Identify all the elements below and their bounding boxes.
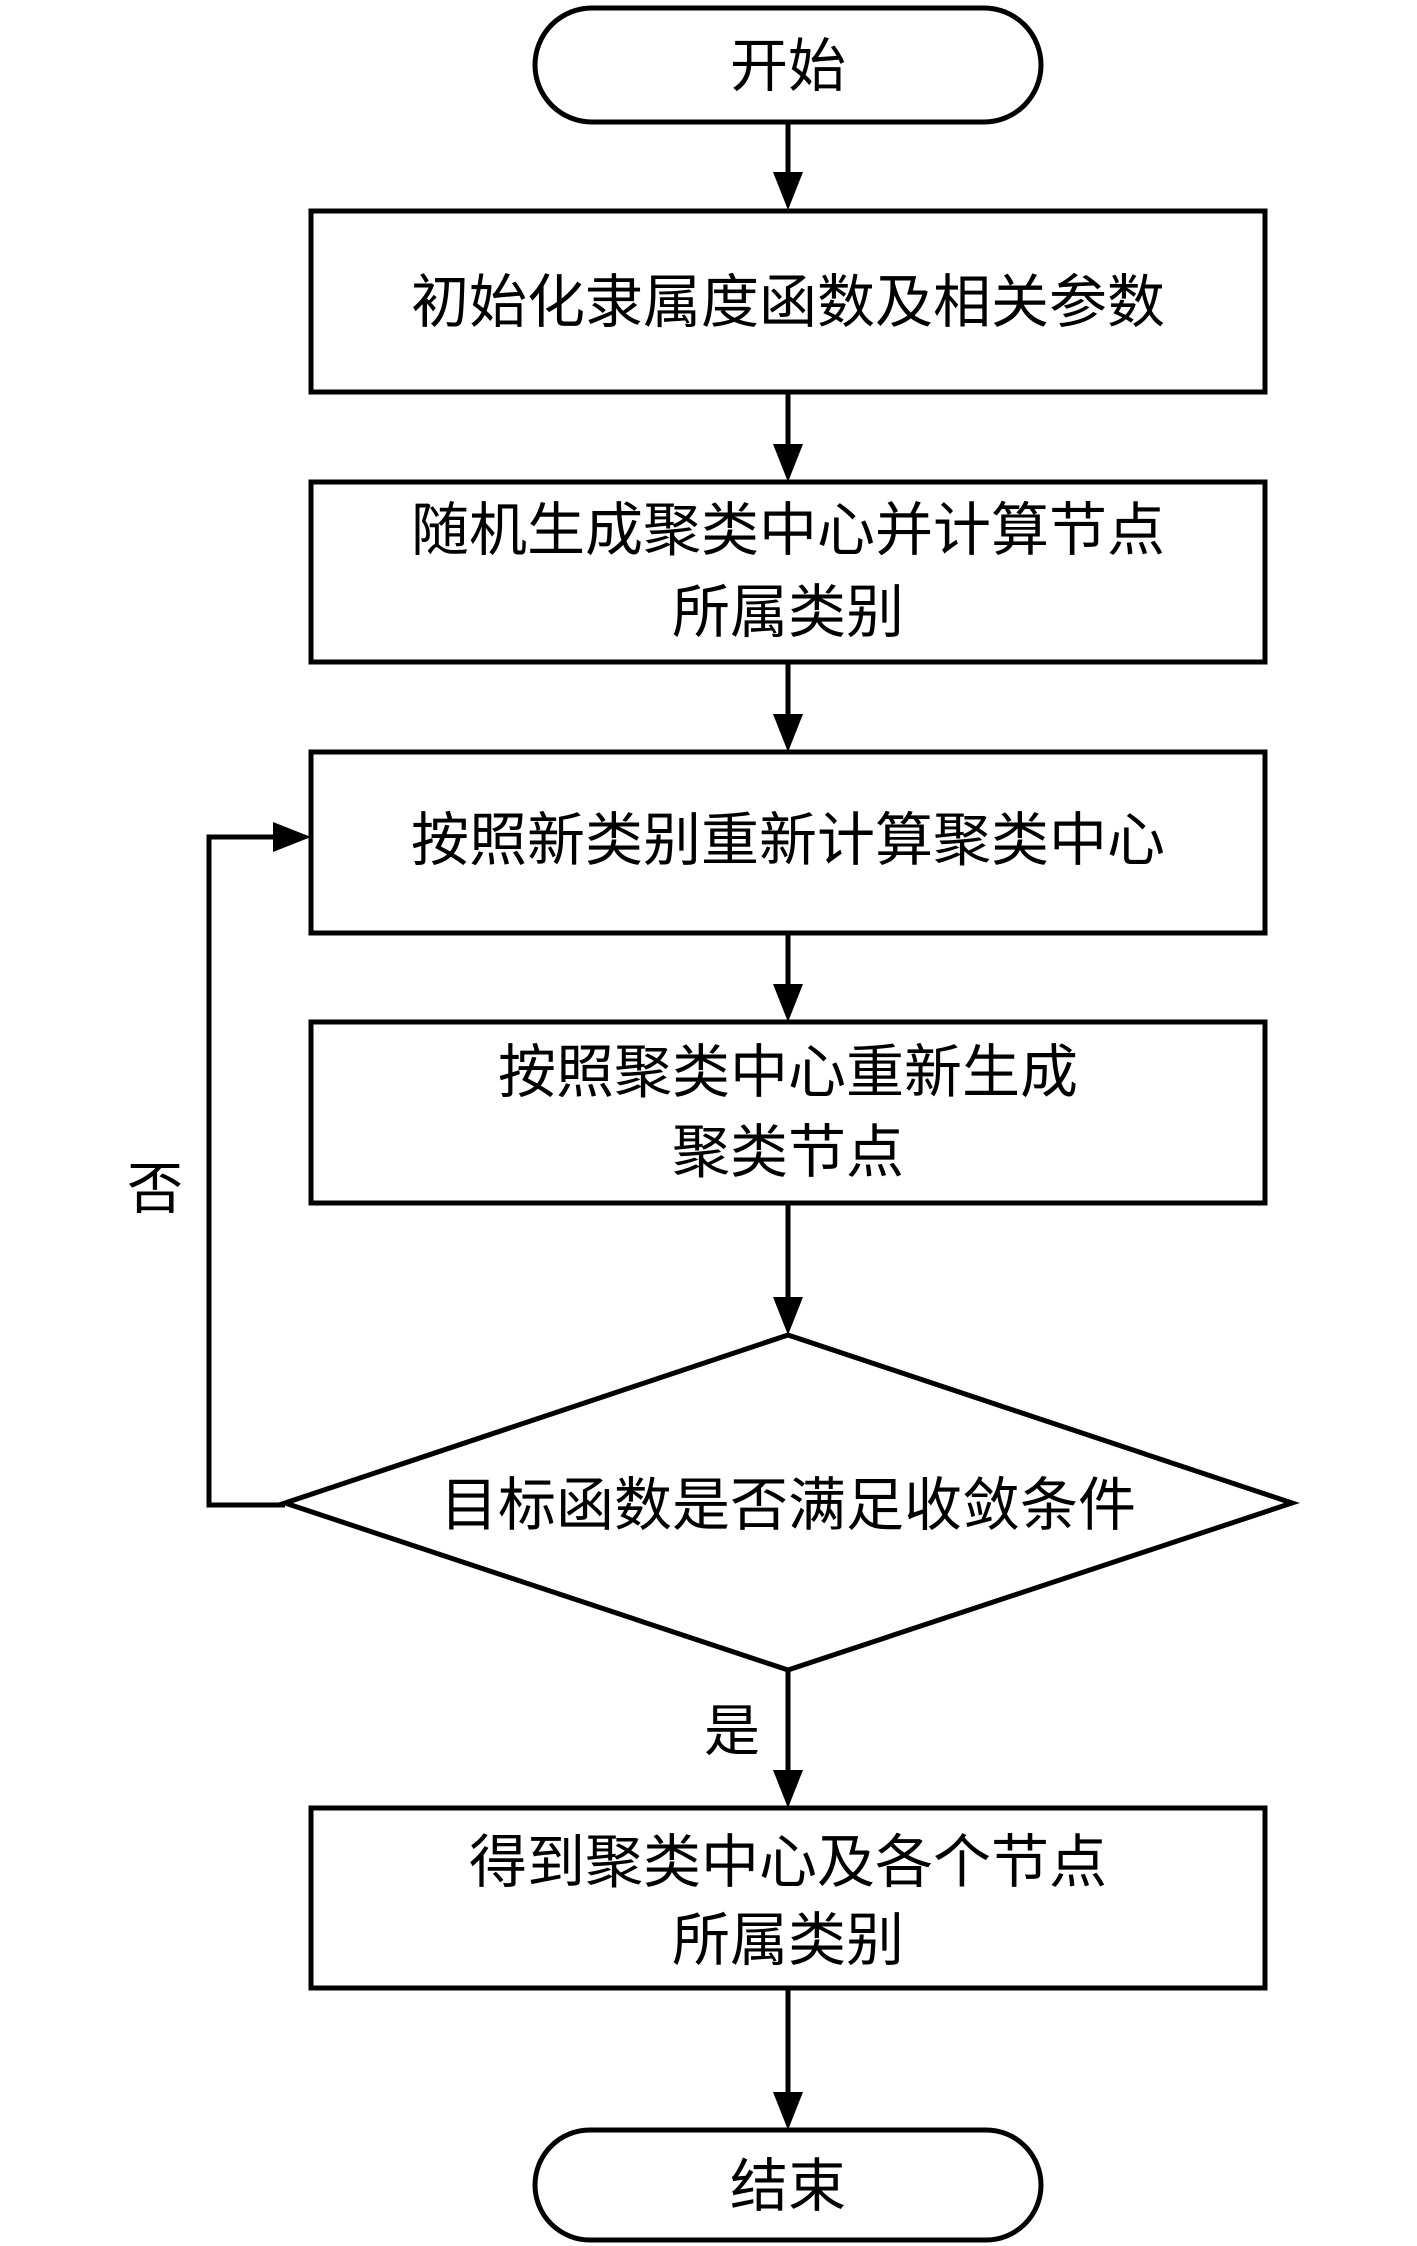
process-random-shape bbox=[308, 479, 1268, 665]
node-recompute-text: 按照新类别重新计算聚类中心 bbox=[411, 806, 1165, 874]
node-decision: 目标函数是否满足收敛条件 bbox=[277, 1332, 1300, 1673]
process-result-shape bbox=[308, 1805, 1268, 1991]
edge-decision-to-recompute-loop bbox=[206, 834, 285, 1508]
node-random: 随机生成聚类中心并计算节点 所属类别 bbox=[308, 479, 1268, 665]
node-end-text: 结束 bbox=[730, 2152, 846, 2220]
edge-label-yes: 是 bbox=[704, 1700, 760, 1765]
process-init-shape bbox=[308, 208, 1268, 395]
node-regenerate: 按照聚类中心重新生成 聚类节点 bbox=[308, 1019, 1268, 1206]
node-result: 得到聚类中心及各个节点 所属类别 bbox=[308, 1805, 1268, 1991]
arrow-init-to-random bbox=[773, 444, 803, 482]
arrow-regenerate-to-decision bbox=[773, 1297, 803, 1335]
arrow-loop-to-recompute bbox=[273, 822, 311, 852]
node-regenerate-text-line2: 聚类节点 bbox=[672, 1118, 904, 1186]
node-regenerate-text-line1: 按照聚类中心重新生成 bbox=[498, 1038, 1078, 1106]
terminal-start-shape bbox=[532, 5, 1044, 125]
node-random-text-line2: 所属类别 bbox=[672, 578, 904, 646]
arrow-decision-to-result bbox=[773, 1770, 803, 1808]
node-random-text-line1: 随机生成聚类中心并计算节点 bbox=[411, 496, 1165, 564]
edges bbox=[206, 122, 803, 2130]
node-result-text-line1: 得到聚类中心及各个节点 bbox=[469, 1828, 1107, 1896]
node-decision-text: 目标函数是否满足收敛条件 bbox=[440, 1471, 1136, 1539]
node-start: 开始 bbox=[532, 5, 1044, 125]
edge-label-no: 否 bbox=[127, 1158, 183, 1223]
node-result-text-line2: 所属类别 bbox=[672, 1906, 904, 1974]
arrow-random-to-recompute bbox=[773, 714, 803, 752]
node-recompute: 按照新类别重新计算聚类中心 bbox=[308, 749, 1268, 936]
arrow-result-to-end bbox=[773, 2092, 803, 2130]
terminal-end-shape bbox=[532, 2127, 1044, 2243]
node-end: 结束 bbox=[532, 2127, 1044, 2243]
arrow-start-to-init bbox=[773, 172, 803, 210]
process-regenerate-shape bbox=[308, 1019, 1268, 1206]
arrow-recompute-to-regenerate bbox=[773, 984, 803, 1022]
node-init-text: 初始化隶属度函数及相关参数 bbox=[411, 268, 1165, 336]
node-init: 初始化隶属度函数及相关参数 bbox=[308, 208, 1268, 395]
node-start-text: 开始 bbox=[730, 32, 846, 100]
process-recompute-shape bbox=[308, 749, 1268, 936]
decision-shape bbox=[277, 1332, 1300, 1673]
